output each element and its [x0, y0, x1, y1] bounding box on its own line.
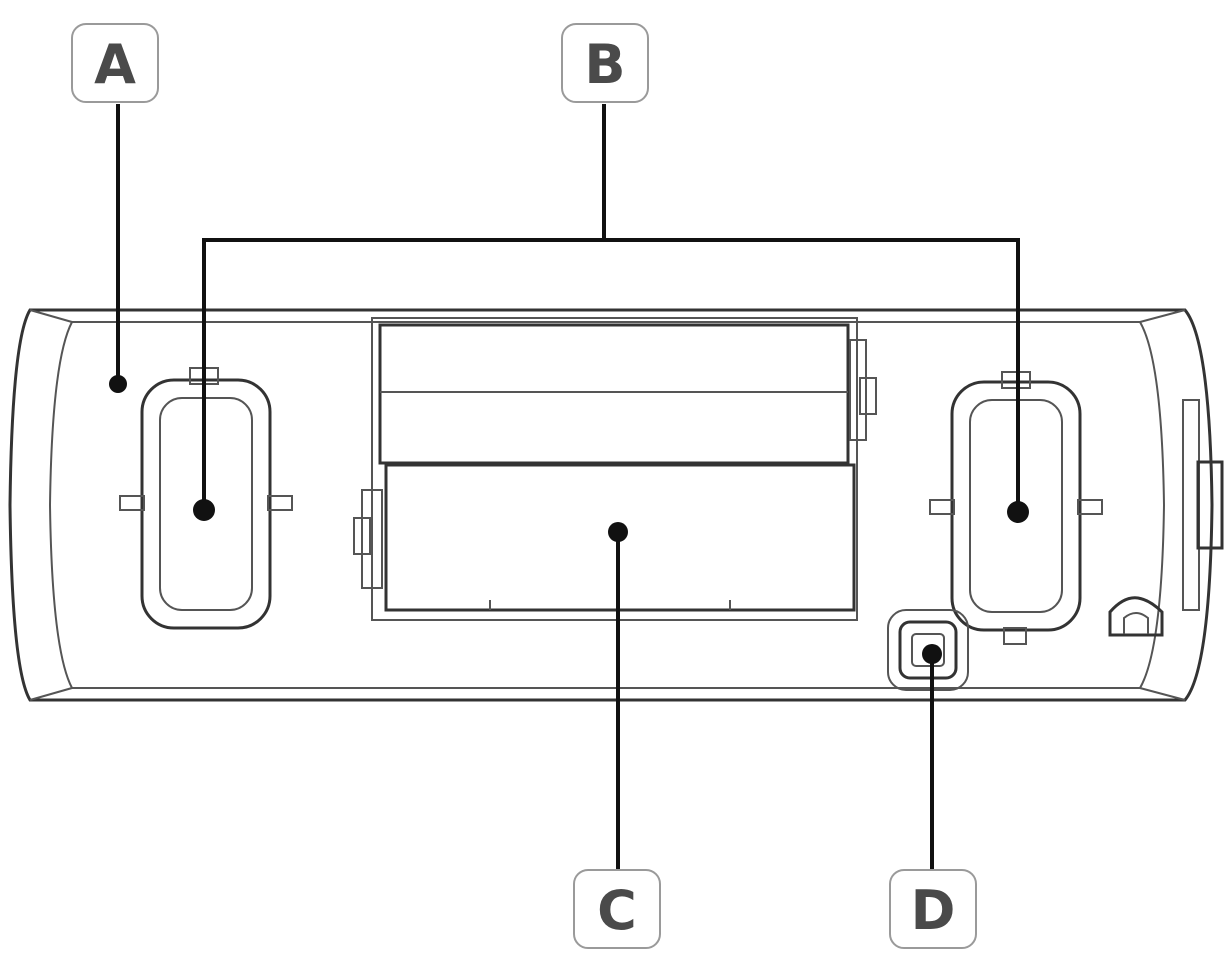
leader-d: [922, 644, 942, 870]
callout-c-label: C: [597, 879, 637, 942]
battery-compartment: [353, 317, 877, 621]
device-body: [8, 308, 1214, 702]
callout-b-label: B: [584, 33, 625, 96]
lock-icon: [1108, 596, 1164, 637]
side-connector: [1182, 399, 1224, 611]
callout-d: D: [889, 869, 977, 949]
leader-b: [193, 104, 1029, 523]
callout-a-label: A: [94, 33, 136, 96]
leader-c: [608, 522, 628, 870]
callout-d-label: D: [911, 879, 956, 942]
callout-b: B: [561, 23, 649, 103]
power-jack: [887, 609, 969, 691]
callout-c: C: [573, 869, 661, 949]
callout-a: A: [71, 23, 159, 103]
leader-a: [109, 104, 127, 393]
